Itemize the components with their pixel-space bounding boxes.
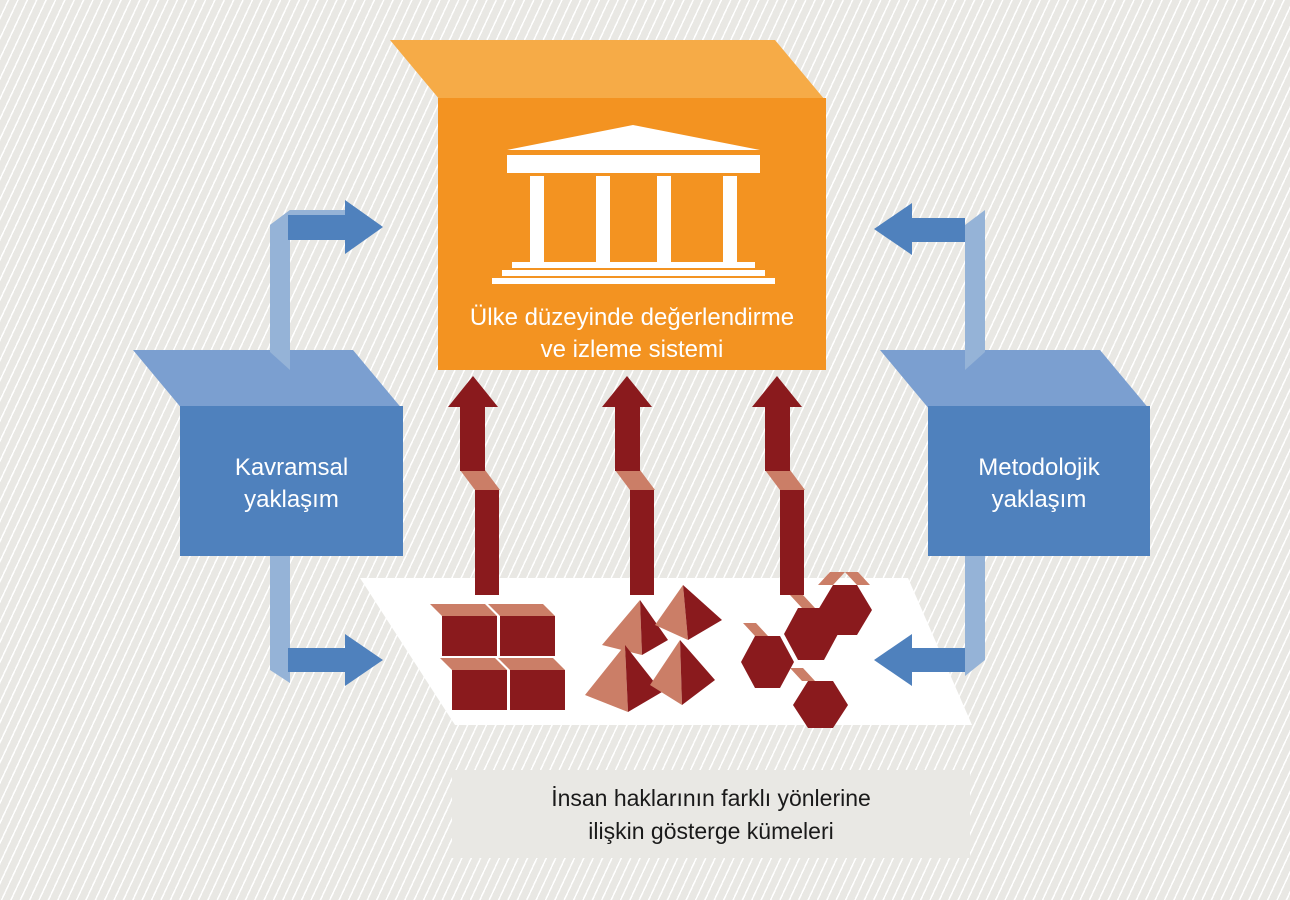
conceptual-approach-label-line2: yaklaşım <box>244 486 339 513</box>
up-arrow-icon <box>752 376 802 407</box>
assessment-system-label: Ülke düzeyinde değerlendirme ve izleme s… <box>438 302 826 366</box>
assessment-system-label-line1: Ülke düzeyinde değerlendirme <box>469 304 795 331</box>
right-arrow-icon <box>288 634 383 686</box>
indicator-clusters-caption-line2: ilişkin gösterge kümeleri <box>588 818 834 844</box>
left-arrow-icon <box>874 634 965 686</box>
left-upper-connector <box>270 200 383 370</box>
hexagon-cluster-icon <box>741 572 872 728</box>
up-arrow-3 <box>752 376 805 595</box>
methodological-approach-box <box>880 350 1150 556</box>
assessment-system-box <box>390 40 826 370</box>
left-arrow-icon <box>874 203 965 255</box>
conceptual-approach-label: Kavramsal yaklaşım <box>180 452 403 516</box>
conceptual-approach-box <box>133 350 403 556</box>
right-lower-connector <box>874 556 985 686</box>
up-arrow-1 <box>448 376 500 595</box>
right-upper-connector <box>874 203 985 370</box>
right-arrow-icon <box>288 200 383 254</box>
methodological-approach-label-line1: Metodolojik <box>978 454 1100 481</box>
indicator-clusters-caption-line1: İnsan haklarının farklı yönlerine <box>551 785 871 811</box>
left-lower-connector <box>270 556 383 686</box>
conceptual-approach-label-line1: Kavramsal <box>234 454 349 481</box>
cube-cluster-icon <box>430 604 565 710</box>
caption-background <box>452 770 970 858</box>
up-arrow-2 <box>602 376 655 595</box>
indicator-clusters-caption: İnsan haklarının farklı yönlerine ilişki… <box>452 782 970 848</box>
up-arrow-icon <box>448 376 498 407</box>
methodological-approach-label-line2: yaklaşım <box>991 486 1087 513</box>
methodological-approach-label: Metodolojik yaklaşım <box>928 452 1150 516</box>
assessment-system-label-line2: ve izleme sistemi <box>540 336 724 363</box>
pyramid-cluster-icon <box>585 585 722 712</box>
up-arrow-icon <box>602 376 652 407</box>
government-building-icon <box>492 125 775 284</box>
